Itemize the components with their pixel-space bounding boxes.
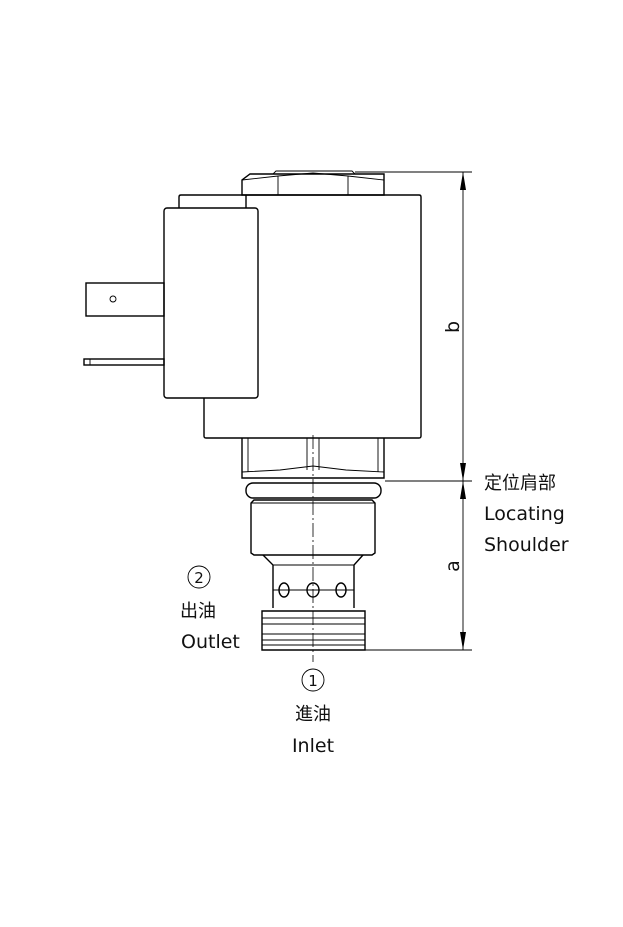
dimension-a-label: a bbox=[442, 560, 464, 572]
dimension-lines bbox=[355, 171, 472, 651]
inlet-label-zh: 進油 bbox=[295, 704, 331, 725]
coil-body bbox=[178, 194, 422, 439]
shoulder-label-zh: 定位肩部 bbox=[484, 473, 556, 494]
inlet-label-en: Inlet bbox=[292, 735, 334, 757]
outlet-label-en: Outlet bbox=[181, 631, 240, 653]
port-hole bbox=[278, 582, 290, 598]
outlet-number-circle bbox=[187, 565, 211, 589]
connector bbox=[83, 207, 259, 399]
outlet-label-zh: 出油 bbox=[180, 601, 216, 622]
outlet-number: 2 bbox=[194, 569, 204, 587]
port-hole bbox=[335, 582, 347, 598]
inlet-number: 1 bbox=[308, 672, 318, 690]
dimension-b-label: b bbox=[442, 321, 464, 333]
shoulder-label-en2: Shoulder bbox=[484, 534, 569, 556]
inlet-number-circle bbox=[301, 668, 325, 692]
top-nut bbox=[241, 170, 385, 196]
shoulder-label-en1: Locating bbox=[484, 503, 565, 525]
lower-nut bbox=[241, 438, 385, 499]
